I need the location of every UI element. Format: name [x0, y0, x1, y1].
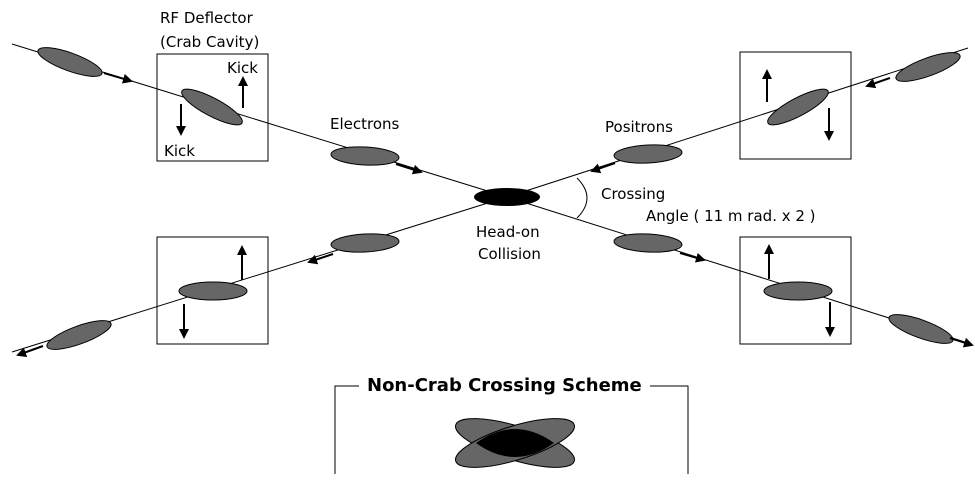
electron-bunch [330, 146, 400, 166]
scheme-overlap [476, 429, 554, 457]
electron-bunch [888, 314, 954, 344]
electron-bunch [613, 233, 683, 253]
positron-bunch-crabbed [767, 88, 829, 126]
direction-arrow [395, 163, 423, 175]
positron-beam-line [506, 47, 969, 198]
direction-arrow [679, 252, 706, 263]
crab-cavity-box-positron-out [156, 236, 269, 345]
direction-arrow [103, 72, 133, 84]
positrons-label: Positrons [605, 118, 673, 136]
electron-bunch [37, 47, 103, 77]
crossing-label: Crossing [601, 185, 666, 203]
crab-cavity-box-electron-out [739, 236, 852, 345]
direction-arrow [590, 162, 616, 174]
kick-label: Kick [227, 59, 258, 77]
collision-label: Collision [478, 245, 541, 263]
head-on-label: Head-on [476, 223, 540, 241]
electrons-label: Electrons [330, 115, 400, 133]
positron-bunch [613, 144, 683, 164]
direction-arrow [865, 77, 891, 89]
kick-label: Kick [164, 142, 195, 160]
collision-bunch [474, 188, 540, 206]
positron-bunch [46, 320, 112, 350]
direction-arrow [949, 337, 974, 348]
positron-bunch [178, 281, 248, 301]
direction-arrow [307, 253, 334, 265]
crab-cavity-box-electron-in [156, 53, 269, 162]
electron-bunch-crabbed [181, 88, 243, 126]
rf-deflector-label: RF Deflector [160, 9, 253, 27]
positron-bunch [330, 233, 400, 253]
crossing-angle-arc [576, 177, 588, 219]
crab-cavity-box-positron-in [739, 51, 852, 160]
scheme-title: Non-Crab Crossing Scheme [359, 375, 650, 396]
direction-arrow [16, 345, 44, 357]
positron-bunch [895, 52, 961, 82]
electron-bunch [763, 281, 833, 301]
crossing-angle-label: Angle ( 11 m rad. x 2 ) [646, 207, 816, 225]
crab-cavity-label: (Crab Cavity) [160, 33, 260, 51]
